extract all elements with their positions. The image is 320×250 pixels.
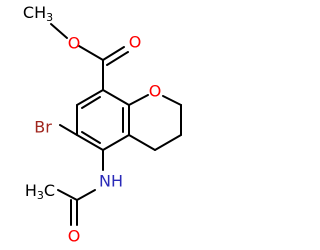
atom-ester-ether-o: O <box>68 34 81 53</box>
bond-ring-1 <box>76 89 104 106</box>
atom-bromine: Br <box>34 118 52 137</box>
bond-ring-to-o <box>128 94 149 106</box>
bond-carbonyl-methyl <box>57 189 78 201</box>
bond-ring-3 <box>76 134 104 151</box>
molecule-svg: CH3 O O O Br NH H3C O <box>23 3 182 246</box>
bond-n-carbonyl <box>76 189 96 201</box>
bond-c-br <box>59 124 78 136</box>
atom-amide-n: NH <box>99 172 123 191</box>
bond-ch2-ch2-b <box>154 134 182 151</box>
bond-ring-3-inner <box>81 131 101 144</box>
bond-ring-4 <box>102 134 130 151</box>
atom-amide-o: O <box>68 227 81 246</box>
bond-methyl-o <box>50 23 68 39</box>
bond-ring-6 <box>102 89 130 106</box>
bond-carbonyl-double-b <box>106 51 129 66</box>
atom-methyl-bottom: H3C <box>25 181 55 202</box>
bond-ch2-ring <box>128 134 156 151</box>
molecule-structure: CH3 O O O Br NH H3C O <box>23 3 182 246</box>
bond-ring-1-inner <box>81 96 101 109</box>
atom-ring-o: O <box>149 82 162 101</box>
bond-o-to-ch2 <box>162 95 182 106</box>
bond-carbonyl-double-a <box>102 46 125 61</box>
bond-o-carbonyl-c <box>78 45 104 61</box>
atom-methyl-top: CH3 <box>23 3 53 24</box>
atom-carbonyl-o: O <box>129 33 142 52</box>
